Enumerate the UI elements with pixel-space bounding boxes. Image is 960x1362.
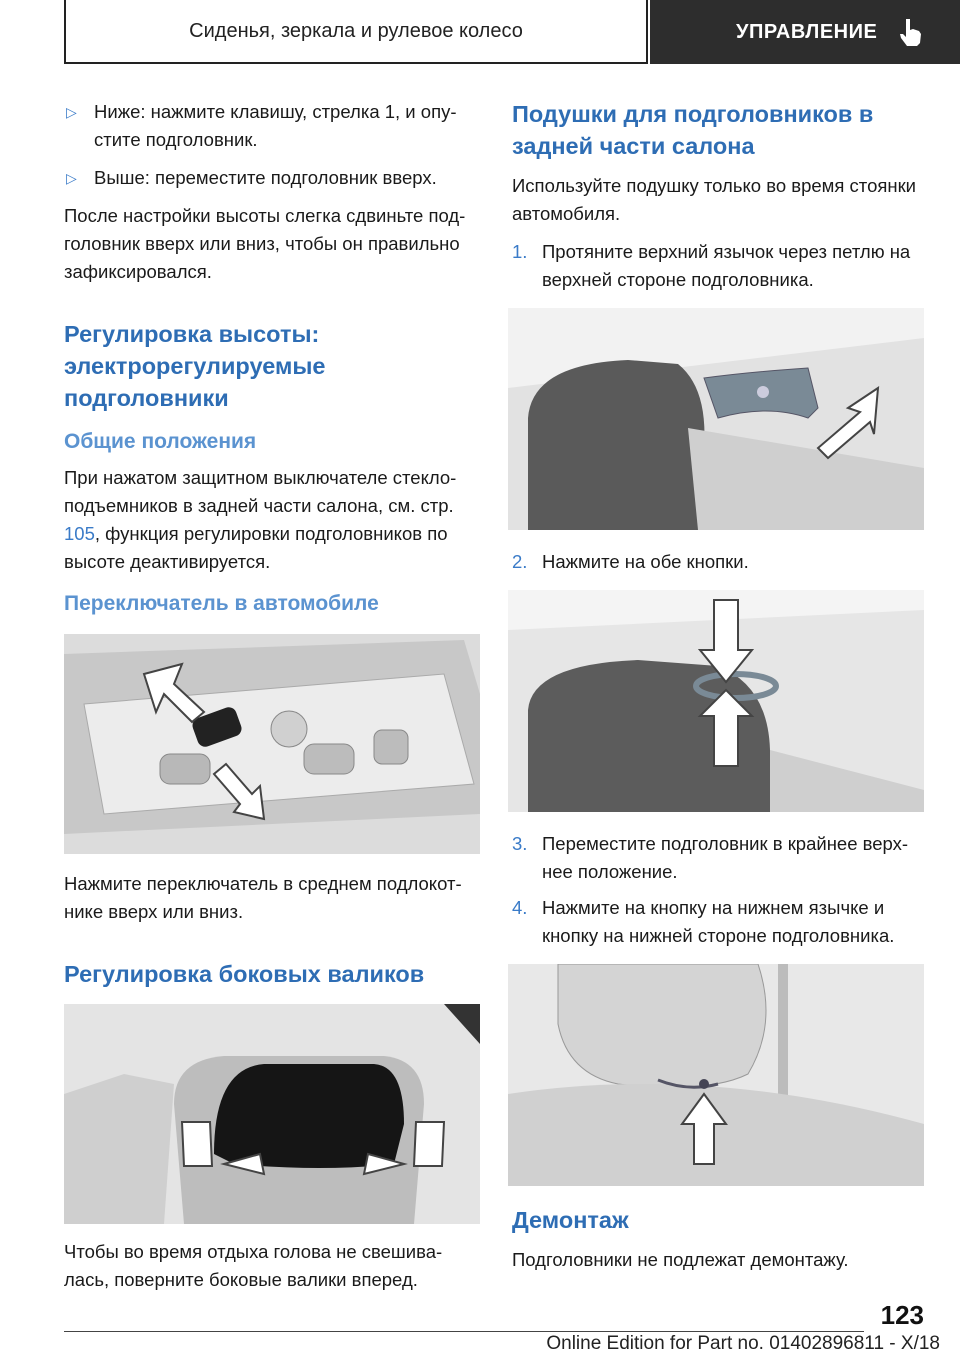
armrest-switch-illustration: [64, 634, 480, 854]
step-number: 2.: [512, 551, 528, 572]
list-item: 2. Нажмите на обе кнопки.: [512, 548, 924, 576]
heading-switch: Переключатель в автомобиле: [64, 592, 379, 615]
armrest-switch-drawing: [64, 634, 480, 854]
bullet-text: Выше: переместите подголовник вверх.: [94, 167, 437, 188]
cushion-bottom-drawing: [508, 964, 924, 1186]
heading-general: Общие положения: [64, 430, 257, 453]
cushion-strap-illustration: [508, 308, 924, 530]
list-item: 4. Нажмите на кнопку на нижнем язычке и …: [512, 894, 924, 950]
bullet-text: Ниже: нажмите клавишу, стрелка 1, и опу-…: [94, 101, 457, 150]
list-item: 3. Переместите подголовник в крайнее вер…: [512, 830, 924, 886]
step-text: Протяните верхний язычок через петлю на …: [542, 241, 911, 290]
chapter-title-text: УПРАВЛЕНИЕ: [736, 20, 878, 43]
cushion-buttons-illustration: [508, 590, 924, 812]
heading-removal: Демонтаж: [512, 1207, 629, 1233]
step-number: 4.: [512, 897, 528, 918]
removal-text: Подголовники не подлежат демонтажу.: [512, 1249, 849, 1270]
side-bolsters-illustration: [64, 1004, 480, 1224]
heading-side-bolsters: Регулировка боковых валиков: [64, 961, 425, 987]
page-reference-link[interactable]: 105: [64, 523, 95, 544]
heading-height-adjustment: Регулировка высоты: электрорегулируемые …: [64, 321, 326, 411]
cushion-strap-drawing: [508, 308, 924, 530]
cushion-bottom-button-illustration: [508, 964, 924, 1186]
side-bolsters-drawing: [64, 1004, 480, 1224]
side-bolsters-caption: Чтобы во время отдыха голова не свешива-…: [64, 1241, 443, 1290]
page-number: 123: [880, 1300, 924, 1330]
step-number: 3.: [512, 833, 528, 854]
footer-divider: [64, 1331, 864, 1332]
edition-text: Online Edition for Part no. 01402896811 …: [546, 1333, 940, 1354]
paragraph: После настройки высоты слегка сдвиньте п…: [64, 205, 466, 282]
right-column: Подушки для подголовников в задней части…: [508, 98, 924, 1284]
heading-cushions: Подушки для подголовников в задней части…: [512, 101, 874, 159]
header-chapter-tab: УПРАВЛЕНИЕ: [650, 0, 960, 64]
step-text: Нажмите на обе кнопки.: [542, 551, 749, 572]
list-item: ▷ Выше: переместите подголовник вверх.: [64, 164, 480, 192]
list-item: ▷ Ниже: нажмите клавишу, стрелка 1, и оп…: [64, 98, 480, 154]
general-text-pre: При нажатом защитном выключателе стекло-…: [64, 467, 457, 516]
triangle-bullet-icon: ▷: [66, 170, 77, 186]
step-text: Нажмите на кнопку на нижнем язычке и кно…: [542, 897, 895, 946]
hand-pointer-icon: [900, 19, 922, 46]
cushion-intro: Используйте подушку только во время стоя…: [512, 175, 917, 224]
cushion-buttons-drawing: [508, 590, 924, 812]
step-number: 1.: [512, 241, 528, 262]
header-section-title: Сиденья, зеркала и рулевое колесо: [64, 0, 648, 64]
left-column: ▷ Ниже: нажмите клавишу, стрелка 1, и оп…: [64, 98, 480, 1304]
triangle-bullet-icon: ▷: [66, 104, 77, 120]
section-title-text: Сиденья, зеркала и рулевое колесо: [189, 19, 523, 42]
list-item: 1. Протяните верхний язычок через петлю …: [512, 238, 924, 294]
general-text-post: , функция регулировки подголовников по в…: [64, 523, 448, 572]
general-paragraph: При нажатом защитном выключателе стекло-…: [64, 464, 480, 576]
step-text: Переместите подголовник в крайнее верх-н…: [542, 833, 909, 882]
switch-caption: Нажмите переключатель в среднем подлокот…: [64, 873, 462, 922]
